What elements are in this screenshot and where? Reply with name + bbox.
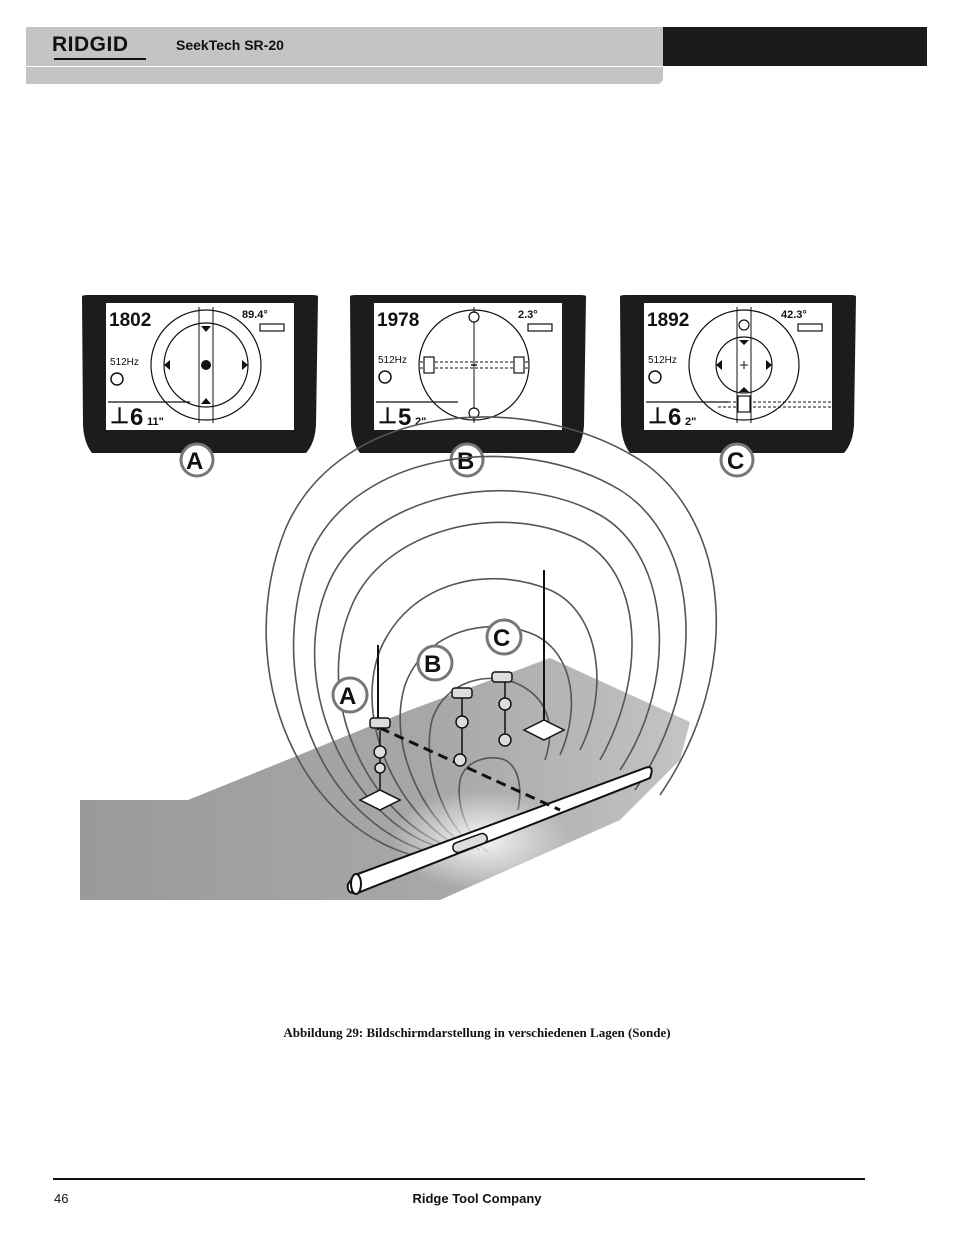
label-c <box>719 442 755 478</box>
battery-icon <box>527 323 553 332</box>
screen-b: 1978 2.3° 512Hz ⊥ 5 2" <box>349 295 587 453</box>
locator-b <box>451 687 473 767</box>
logo-underline <box>54 58 146 60</box>
locator-circle <box>150 307 262 423</box>
angle-readout: 2.3° <box>518 309 538 321</box>
signal-strength: 1978 <box>377 310 419 331</box>
depth-feet: 6 <box>668 404 681 431</box>
figure-illustration: 1802 89.4° 512Hz ⊥ 6 11" A <box>80 295 857 900</box>
depth-feet: 5 <box>398 404 411 431</box>
battery-icon <box>797 323 823 332</box>
signal-strength: 1892 <box>647 310 689 331</box>
svg-text:C: C <box>727 448 744 475</box>
svg-text:⊥: ⊥ <box>648 403 667 428</box>
frequency-label: 512Hz <box>378 355 407 366</box>
scene-label-a: A <box>331 676 369 714</box>
depth-inches: 11" <box>147 416 164 428</box>
header-bar-lower <box>26 67 663 84</box>
label-a <box>179 442 215 478</box>
angle-readout: 42.3° <box>781 309 807 321</box>
page-number: 46 <box>54 1191 69 1206</box>
depth-inches: 2" <box>415 416 426 428</box>
locator-circle <box>418 307 530 423</box>
svg-text:⊥: ⊥ <box>110 403 129 428</box>
magnetic-field-lines <box>265 416 717 861</box>
footer-company: Ridge Tool Company <box>412 1191 542 1206</box>
locator-circle <box>688 307 832 423</box>
depth-feet: 6 <box>130 404 143 431</box>
locator-a <box>358 645 402 811</box>
sonde-icon <box>110 372 124 386</box>
ridgid-logo: RIDGID <box>52 33 148 63</box>
pipe <box>346 766 653 895</box>
dashed-path <box>379 726 561 812</box>
sonde-icon <box>648 370 662 384</box>
sonde <box>452 832 488 854</box>
svg-text:B: B <box>457 448 474 475</box>
screen-a: 1802 89.4° 512Hz ⊥ 6 11" <box>81 295 319 453</box>
figure-29: 1802 89.4° 512Hz ⊥ 6 11" A <box>80 290 858 900</box>
svg-text:C: C <box>493 625 510 652</box>
figure-caption: Abbildung 29: Bildschirmdarstellung in v… <box>283 1025 671 1040</box>
frequency-label: 512Hz <box>648 355 677 366</box>
signal-strength: 1802 <box>109 310 151 331</box>
brand-name: RIDGID <box>52 33 129 56</box>
scene-label-c: C <box>485 618 523 656</box>
depth-inches: 2" <box>685 416 696 428</box>
locator-c <box>491 570 566 747</box>
battery-icon <box>259 323 285 332</box>
header-black-block <box>663 27 927 66</box>
footer-rule <box>53 1178 865 1180</box>
document-title: SeekTech SR-20 <box>176 37 284 53</box>
field-scene: A B C <box>80 416 717 900</box>
sonde-icon <box>378 370 392 384</box>
svg-text:A: A <box>339 683 356 710</box>
angle-readout: 89.4° <box>242 309 268 321</box>
svg-text:⊥: ⊥ <box>378 403 397 428</box>
svg-text:B: B <box>424 651 441 678</box>
screen-c: 1892 42.3° 512Hz ⊥ 6 2" <box>619 295 857 453</box>
frequency-label: 512Hz <box>110 357 139 368</box>
svg-text:A: A <box>186 448 203 475</box>
scene-label-b: B <box>416 644 454 682</box>
